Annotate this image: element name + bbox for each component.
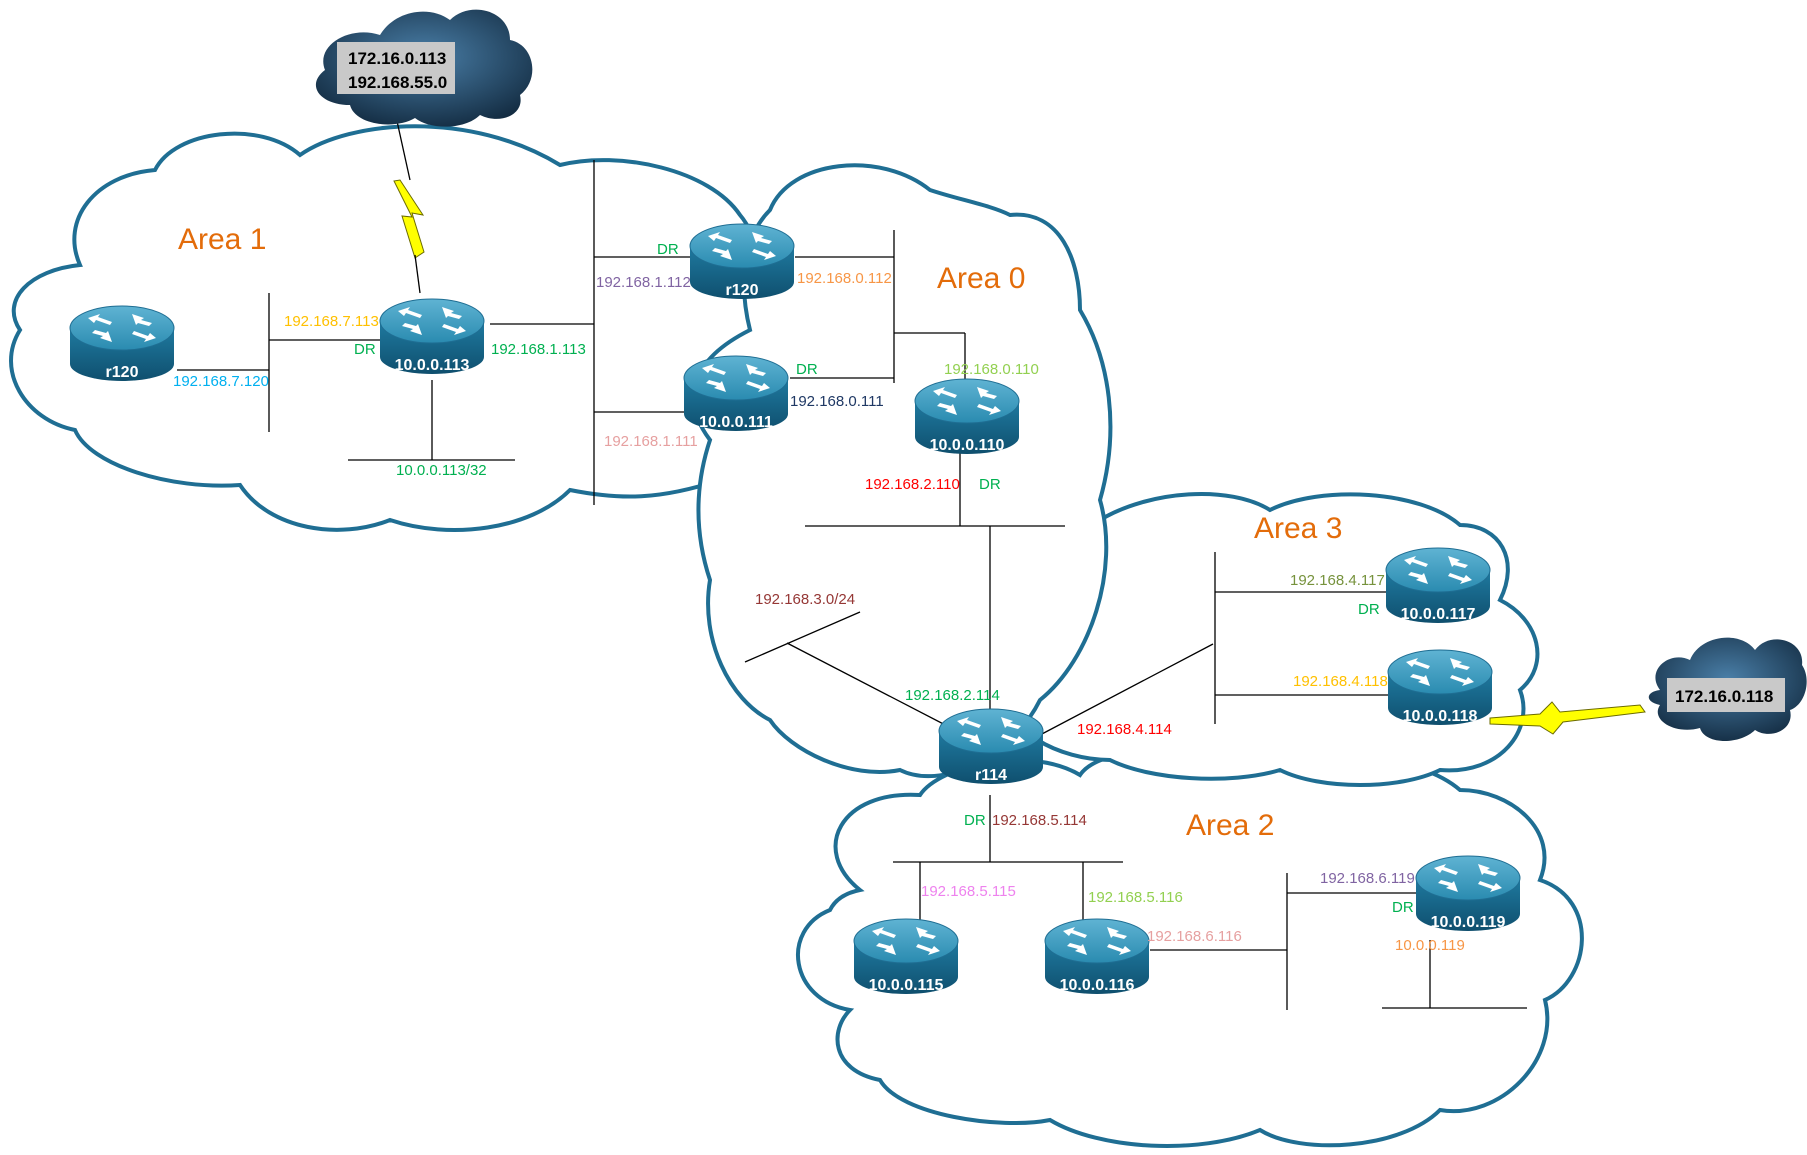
router-r120-area1[interactable]: r120 [69, 305, 175, 382]
router-10-0-0-111[interactable]: 10.0.0.111 [683, 355, 789, 432]
dr-marker-117: DR [1358, 601, 1380, 618]
routers: r120 10.0.0.113 r120 10.0.0.111 10.0.0.1… [69, 223, 1521, 995]
router-10-0-0-116[interactable]: 10.0.0.116 [1044, 918, 1150, 995]
router-r120-abr[interactable]: r120 [689, 223, 795, 300]
router-10-0-0-119[interactable]: 10.0.0.119 [1415, 855, 1521, 932]
dr-marker-113: DR [354, 341, 376, 358]
ip-label-10-0-0-113-32: 10.0.0.113/32 [396, 462, 487, 479]
router-10-0-0-111-label: 10.0.0.111 [699, 414, 773, 431]
link-r114-seg4 [1039, 643, 1214, 736]
ip-label-192-168-7-113: 192.168.7.113 [284, 313, 379, 330]
ip-label-192-168-5-114: 192.168.5.114 [992, 812, 1087, 829]
router-10-0-0-119-label: 10.0.0.119 [1431, 914, 1506, 931]
ip-label-192-168-3-0-24: 192.168.3.0/24 [755, 591, 855, 608]
dr-marker-120: DR [657, 241, 679, 258]
router-10-0-0-115[interactable]: 10.0.0.115 [853, 918, 959, 995]
ip-label-192-168-4-118: 192.168.4.118 [1293, 673, 1388, 690]
router-10-0-0-116-label: 10.0.0.116 [1060, 977, 1135, 994]
router-r120-abr-label: r120 [726, 282, 759, 299]
external-network-118: 172.16.0.118 [1648, 637, 1807, 742]
ip-label-192-168-1-111: 192.168.1.111 [604, 433, 698, 450]
router-r120-area1-label: r120 [106, 364, 139, 381]
ip-label-192-168-1-112: 192.168.1.112 [596, 274, 691, 291]
area-labels: Area 1 Area 0 Area 3 Area 2 [178, 223, 1342, 842]
dr-marker-111: DR [796, 361, 818, 378]
dr-marker-119: DR [1392, 899, 1414, 916]
external-networks: 172.16.0.113 192.168.55.0 172.16.0.118 [315, 9, 1807, 742]
router-10-0-0-110[interactable]: 10.0.0.110 [914, 378, 1020, 455]
ip-label-192-168-6-119: 192.168.6.119 [1320, 870, 1415, 887]
ip-label-192-168-1-113: 192.168.1.113 [491, 341, 586, 358]
ip-label-192-168-7-120: 192.168.7.120 [173, 373, 269, 390]
dr-markers: DR DR DR DR DR DR DR [354, 241, 1414, 916]
ip-label-192-168-4-117: 192.168.4.117 [1290, 572, 1385, 589]
ext-118-label-box [1667, 678, 1785, 712]
router-10-0-0-113-label: 10.0.0.113 [395, 357, 470, 374]
external-network-113: 172.16.0.113 192.168.55.0 [315, 9, 533, 127]
area-1-label: Area 1 [178, 223, 266, 256]
ip-label-192-168-5-116: 192.168.5.116 [1088, 889, 1183, 906]
router-r114-label: r114 [975, 767, 1007, 784]
network-links [177, 111, 1527, 1010]
router-10-0-0-117-label: 10.0.0.117 [1401, 606, 1476, 623]
dr-marker-114: DR [964, 812, 986, 829]
ip-label-192-168-0-112: 192.168.0.112 [797, 270, 892, 287]
ip-label-192-168-2-114: 192.168.2.114 [905, 687, 1000, 704]
router-10-0-0-118[interactable]: 10.0.0.118 [1387, 649, 1493, 726]
router-10-0-0-115-label: 10.0.0.115 [869, 977, 944, 994]
ip-label-192-168-5-115: 192.168.5.115 [921, 883, 1016, 900]
area-2-cloud [795, 747, 1584, 1148]
ip-label-192-168-2-110: 192.168.2.110 [865, 476, 960, 493]
ip-label-10-0-0-119: 10.0.0.119 [1395, 937, 1465, 954]
ext-113-label-box [337, 42, 455, 94]
link-seg3-r114 [786, 642, 956, 731]
ip-label-192-168-0-111: 192.168.0.111 [790, 393, 884, 410]
area-0-label: Area 0 [937, 262, 1025, 295]
area-2-label: Area 2 [1186, 809, 1274, 842]
serial-links [393, 179, 1646, 735]
interface-labels: 192.168.7.113 192.168.7.120 192.168.1.11… [173, 270, 1465, 954]
ext-113-line-1: 172.16.0.113 [348, 49, 446, 68]
ext-113-line-2: 192.168.55.0 [348, 73, 447, 92]
segment-192-168-3 [744, 611, 861, 663]
ip-label-192-168-6-116: 192.168.6.116 [1147, 928, 1242, 945]
dr-marker-110: DR [979, 476, 1001, 493]
ext-118-line-1: 172.16.0.118 [1675, 687, 1773, 706]
router-10-0-0-118-label: 10.0.0.118 [1403, 708, 1478, 725]
router-10-0-0-113[interactable]: 10.0.0.113 [379, 298, 485, 375]
area-3-label: Area 3 [1254, 512, 1342, 545]
router-10-0-0-117[interactable]: 10.0.0.117 [1385, 547, 1491, 624]
ip-label-192-168-0-110: 192.168.0.110 [944, 361, 1039, 378]
ip-label-192-168-4-114: 192.168.4.114 [1077, 721, 1172, 738]
link-ext113-serial-bottom [414, 254, 421, 294]
router-r114[interactable]: r114 [938, 708, 1044, 785]
serial-link-icon-118 [1489, 701, 1646, 735]
router-10-0-0-110-label: 10.0.0.110 [930, 437, 1005, 454]
